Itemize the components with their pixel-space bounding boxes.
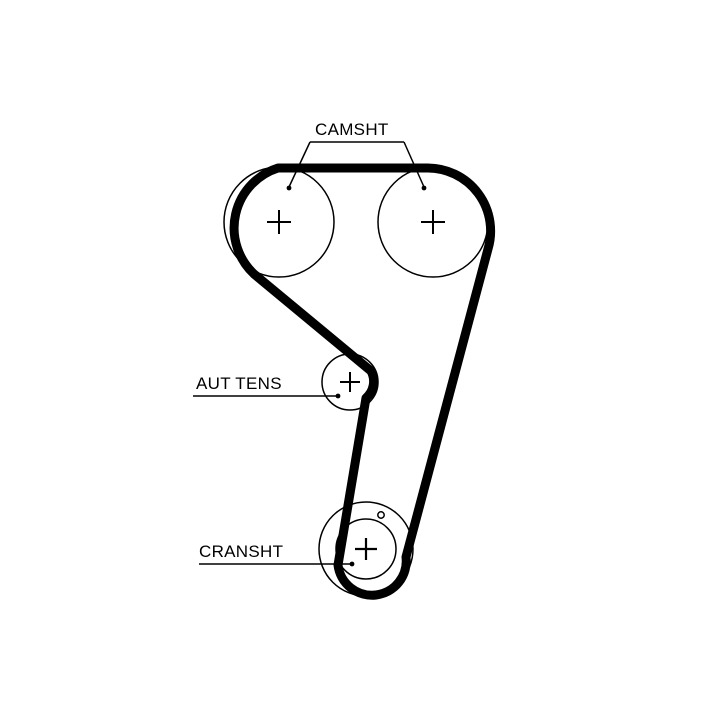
tensioner-label: AUT TENS	[196, 374, 282, 393]
crankshaft-label: CRANSHT	[199, 542, 283, 561]
crankshaft-label-group: CRANSHT	[199, 542, 355, 567]
crankshaft-pulley	[318, 501, 414, 597]
camshaft-pulley-right	[377, 166, 489, 278]
camshaft-label-group: CAMSHT	[286, 120, 427, 191]
tensioner-pulley	[321, 353, 379, 411]
timing-mark	[377, 511, 385, 519]
camshaft-label: CAMSHT	[315, 120, 389, 139]
tensioner-label-group: AUT TENS	[193, 374, 341, 399]
camshaft-pulley-left	[223, 166, 335, 278]
